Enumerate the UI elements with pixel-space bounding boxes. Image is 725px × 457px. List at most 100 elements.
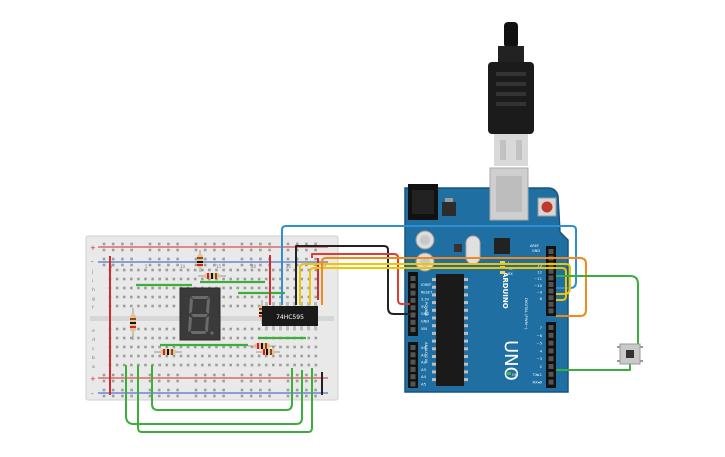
rail-hole[interactable] [222, 263, 225, 267]
rail-hole[interactable] [111, 379, 115, 383]
rail-hole[interactable] [167, 242, 170, 246]
rail-hole[interactable] [213, 379, 216, 383]
breadboard-hole[interactable] [137, 277, 140, 281]
rail-hole[interactable] [203, 388, 207, 392]
breadboard-hole[interactable] [272, 277, 275, 281]
breadboard-hole[interactable] [144, 295, 147, 299]
rail-hole[interactable] [148, 388, 152, 392]
breadboard-hole[interactable] [122, 345, 126, 349]
rail-hole[interactable] [148, 373, 152, 377]
breadboard-hole[interactable] [144, 286, 147, 290]
rail-hole[interactable] [121, 248, 124, 252]
breadboard-hole[interactable] [193, 345, 197, 349]
breadboard-hole[interactable] [122, 277, 126, 281]
breadboard-hole[interactable] [236, 345, 240, 349]
rail-hole[interactable] [130, 242, 133, 246]
rail-hole[interactable] [176, 257, 179, 261]
breadboard-hole[interactable] [130, 286, 133, 290]
breadboard-hole[interactable] [201, 268, 204, 272]
rail-hole[interactable] [249, 242, 253, 246]
breadboard-hole[interactable] [151, 277, 154, 281]
breadboard-hole[interactable] [151, 336, 154, 340]
breadboard-hole[interactable] [165, 268, 169, 272]
breadboard-hole[interactable] [250, 268, 254, 272]
breadboard-hole[interactable] [165, 286, 169, 290]
rail-hole[interactable] [240, 388, 244, 392]
breadboard-hole[interactable] [236, 295, 240, 299]
rail-hole[interactable] [305, 379, 308, 383]
breadboard-hole[interactable] [314, 277, 318, 281]
breadboard-hole[interactable] [272, 345, 275, 349]
rail-hole[interactable] [314, 379, 317, 383]
breadboard-hole[interactable] [122, 363, 126, 367]
breadboard-hole[interactable] [264, 277, 268, 281]
rail-hole[interactable] [148, 263, 152, 267]
breadboard-hole[interactable] [286, 363, 289, 367]
rail-hole[interactable] [314, 242, 317, 246]
rail-hole[interactable] [176, 388, 179, 392]
breadboard-hole[interactable] [172, 304, 176, 308]
breadboard-hole[interactable] [130, 336, 133, 340]
breadboard-hole[interactable] [158, 363, 161, 367]
rail-hole[interactable] [286, 257, 290, 261]
resistor[interactable] [154, 349, 182, 355]
rail-hole[interactable] [121, 388, 124, 392]
digital-header-top[interactable] [546, 246, 556, 316]
breadboard-hole[interactable] [257, 286, 261, 290]
seven-segment-display[interactable] [179, 287, 221, 341]
rail-hole[interactable] [130, 388, 133, 392]
breadboard-hole[interactable] [144, 354, 147, 358]
rail-hole[interactable] [176, 373, 179, 377]
breadboard-hole[interactable] [215, 268, 218, 272]
breadboard-hole[interactable] [122, 295, 126, 299]
breadboard-hole[interactable] [307, 268, 311, 272]
breadboard-hole[interactable] [222, 277, 225, 281]
breadboard-hole[interactable] [243, 354, 247, 358]
rail-hole[interactable] [203, 379, 207, 383]
resistor[interactable] [256, 349, 280, 355]
breadboard-hole[interactable] [307, 363, 311, 367]
breadboard-hole[interactable] [236, 363, 240, 367]
breadboard-hole[interactable] [300, 286, 303, 290]
rail-hole[interactable] [203, 263, 207, 267]
rail-hole[interactable] [148, 394, 152, 398]
header-pin[interactable] [548, 325, 554, 330]
breadboard-hole[interactable] [179, 363, 183, 367]
breadboard-hole[interactable] [208, 363, 211, 367]
breadboard-hole[interactable] [151, 327, 154, 331]
rail-hole[interactable] [295, 394, 299, 398]
breadboard-hole[interactable] [172, 336, 176, 340]
breadboard-hole[interactable] [130, 277, 133, 281]
rail-hole[interactable] [121, 373, 124, 377]
rail-hole[interactable] [111, 248, 115, 252]
breadboard-hole[interactable] [172, 363, 176, 367]
breadboard-hole[interactable] [300, 268, 303, 272]
breadboard-hole[interactable] [279, 286, 282, 290]
breadboard-hole[interactable] [179, 277, 183, 281]
breadboard-hole[interactable] [264, 268, 268, 272]
breadboard-hole[interactable] [222, 345, 225, 349]
rail-hole[interactable] [286, 263, 290, 267]
rail-hole[interactable] [157, 248, 161, 252]
breadboard-hole[interactable] [201, 363, 204, 367]
header-pin[interactable] [548, 371, 554, 377]
rail-hole[interactable] [194, 263, 198, 267]
header-pin[interactable] [410, 374, 416, 380]
breadboard-hole[interactable] [215, 363, 218, 367]
breadboard-hole[interactable] [208, 345, 211, 349]
rail-hole[interactable] [148, 242, 152, 246]
breadboard-hole[interactable] [144, 336, 147, 340]
rail-hole[interactable] [295, 248, 299, 252]
breadboard-hole[interactable] [314, 363, 318, 367]
breadboard-hole[interactable] [158, 304, 161, 308]
breadboard-hole[interactable] [158, 295, 161, 299]
breadboard-hole[interactable] [165, 345, 169, 349]
breadboard-hole[interactable] [229, 336, 232, 340]
breadboard-hole[interactable] [229, 268, 232, 272]
wire-blue[interactable] [281, 225, 577, 305]
rail-hole[interactable] [213, 263, 216, 267]
rail-hole[interactable] [102, 248, 106, 252]
breadboard-hole[interactable] [236, 277, 240, 281]
rail-hole[interactable] [194, 373, 198, 377]
breadboard-hole[interactable] [293, 354, 296, 358]
